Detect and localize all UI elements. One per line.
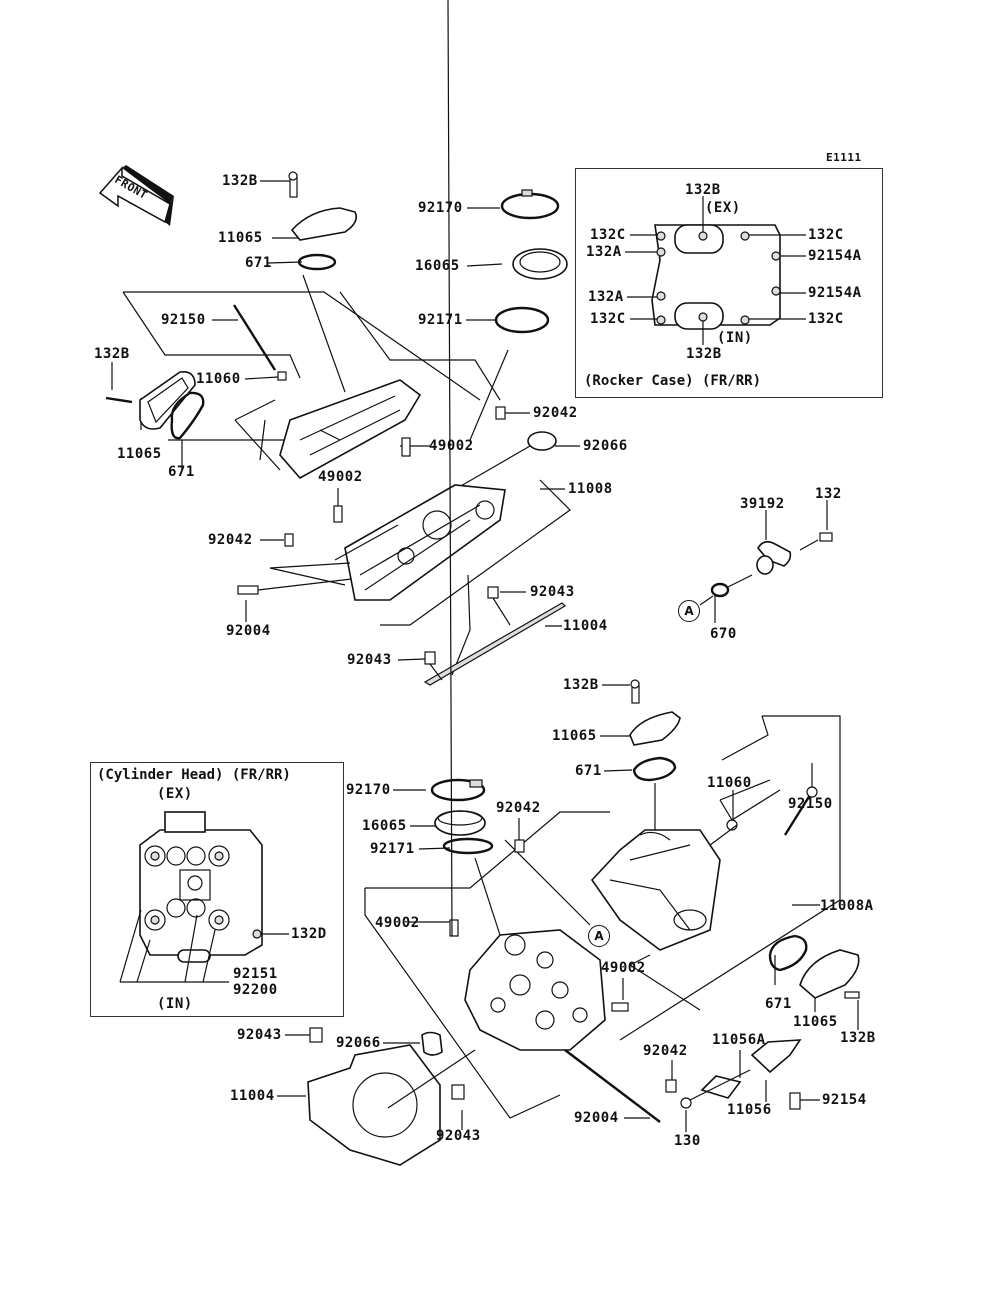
part-label[interactable]: 49002 <box>375 915 420 931</box>
rocker-case-inset <box>575 168 883 398</box>
lower-assembly-art <box>277 0 860 1166</box>
part-label[interactable]: 92170 <box>346 782 391 798</box>
part-label[interactable]: 39192 <box>740 496 785 512</box>
part-label[interactable]: 11065 <box>552 728 597 744</box>
part-label[interactable]: 11008A <box>820 898 874 914</box>
part-label[interactable]: 92150 <box>788 796 833 812</box>
part-label[interactable]: 92043 <box>237 1027 282 1043</box>
cylinder-head-inset-title: (Cylinder Head) (FR/RR) <box>97 767 291 783</box>
part-label[interactable]: 11065 <box>117 446 162 462</box>
part-label[interactable]: 92151 <box>233 966 278 982</box>
part-label[interactable]: 132D <box>291 926 327 942</box>
part-label[interactable]: 132B <box>222 173 258 189</box>
part-label[interactable]: 92154A <box>808 285 862 301</box>
part-label[interactable]: 671 <box>765 996 792 1012</box>
part-label[interactable]: 11004 <box>230 1088 275 1104</box>
part-label[interactable]: 132C <box>808 227 844 243</box>
diagram-code: E1111 <box>826 151 862 164</box>
part-label[interactable]: 92066 <box>583 438 628 454</box>
cylinder-head-in-label: (IN) <box>157 996 193 1012</box>
part-label[interactable]: 671 <box>168 464 195 480</box>
rocker-case-in-label: (IN) <box>717 330 753 346</box>
part-label[interactable]: 92154A <box>808 248 862 264</box>
part-label[interactable]: 16065 <box>362 818 407 834</box>
part-label[interactable]: 92004 <box>226 623 271 639</box>
part-label[interactable]: 132B <box>685 182 721 198</box>
part-label[interactable]: 132C <box>590 311 626 327</box>
part-label[interactable]: 92042 <box>643 1043 688 1059</box>
part-label[interactable]: 92043 <box>530 584 575 600</box>
part-label[interactable]: 11065 <box>793 1014 838 1030</box>
callout-a-upper: A <box>678 600 700 622</box>
part-label[interactable]: 92150 <box>161 312 206 328</box>
rocker-case-inset-art <box>625 196 806 345</box>
part-label[interactable]: 11065 <box>218 230 263 246</box>
part-label[interactable]: 132B <box>94 346 130 362</box>
part-label[interactable]: 92170 <box>418 200 463 216</box>
part-label[interactable]: 132B <box>563 677 599 693</box>
part-label[interactable]: 11008 <box>568 481 613 497</box>
part-label[interactable]: 92042 <box>533 405 578 421</box>
part-label[interactable]: 92171 <box>418 312 463 328</box>
part-label[interactable]: 11056A <box>712 1032 766 1048</box>
part-label[interactable]: 92171 <box>370 841 415 857</box>
part-label[interactable]: 132C <box>590 227 626 243</box>
rocker-case-ex-label: (EX) <box>705 200 741 216</box>
fitting-assembly-art <box>699 500 833 623</box>
part-label[interactable]: 92042 <box>496 800 541 816</box>
cylinder-head-ex-label: (EX) <box>157 786 193 802</box>
part-label[interactable]: 132C <box>808 311 844 327</box>
part-label[interactable]: 92042 <box>208 532 253 548</box>
part-label[interactable]: 130 <box>674 1133 701 1149</box>
part-label[interactable]: 49002 <box>601 960 646 976</box>
callout-a-lower: A <box>588 925 610 947</box>
upper-assembly-art <box>105 171 580 686</box>
part-label[interactable]: 11056 <box>727 1102 772 1118</box>
part-label[interactable]: 132A <box>588 289 624 305</box>
part-label[interactable]: 92200 <box>233 982 278 998</box>
front-arrow-icon <box>98 165 174 226</box>
part-label[interactable]: 92043 <box>347 652 392 668</box>
part-label[interactable]: 132 <box>815 486 842 502</box>
cylinder-head-inset-art <box>119 811 289 983</box>
part-label[interactable]: 49002 <box>318 469 363 485</box>
rocker-case-inset-title: (Rocker Case) (FR/RR) <box>584 373 762 389</box>
part-label[interactable]: 671 <box>575 763 602 779</box>
part-label[interactable]: 11060 <box>707 775 752 791</box>
part-label[interactable]: 92004 <box>574 1110 619 1126</box>
part-label[interactable]: 670 <box>710 626 737 642</box>
part-label[interactable]: 11004 <box>563 618 608 634</box>
part-label[interactable]: 92043 <box>436 1128 481 1144</box>
part-label[interactable]: 92066 <box>336 1035 381 1051</box>
part-label[interactable]: 49002 <box>429 438 474 454</box>
part-label[interactable]: 92154 <box>822 1092 867 1108</box>
part-label[interactable]: 132B <box>686 346 722 362</box>
part-label[interactable]: 671 <box>245 255 272 271</box>
part-label[interactable]: 11060 <box>196 371 241 387</box>
cylinder-head-inset <box>90 762 344 1017</box>
part-label[interactable]: 132B <box>840 1030 876 1046</box>
part-label[interactable]: 132A <box>586 244 622 260</box>
part-label[interactable]: 16065 <box>415 258 460 274</box>
